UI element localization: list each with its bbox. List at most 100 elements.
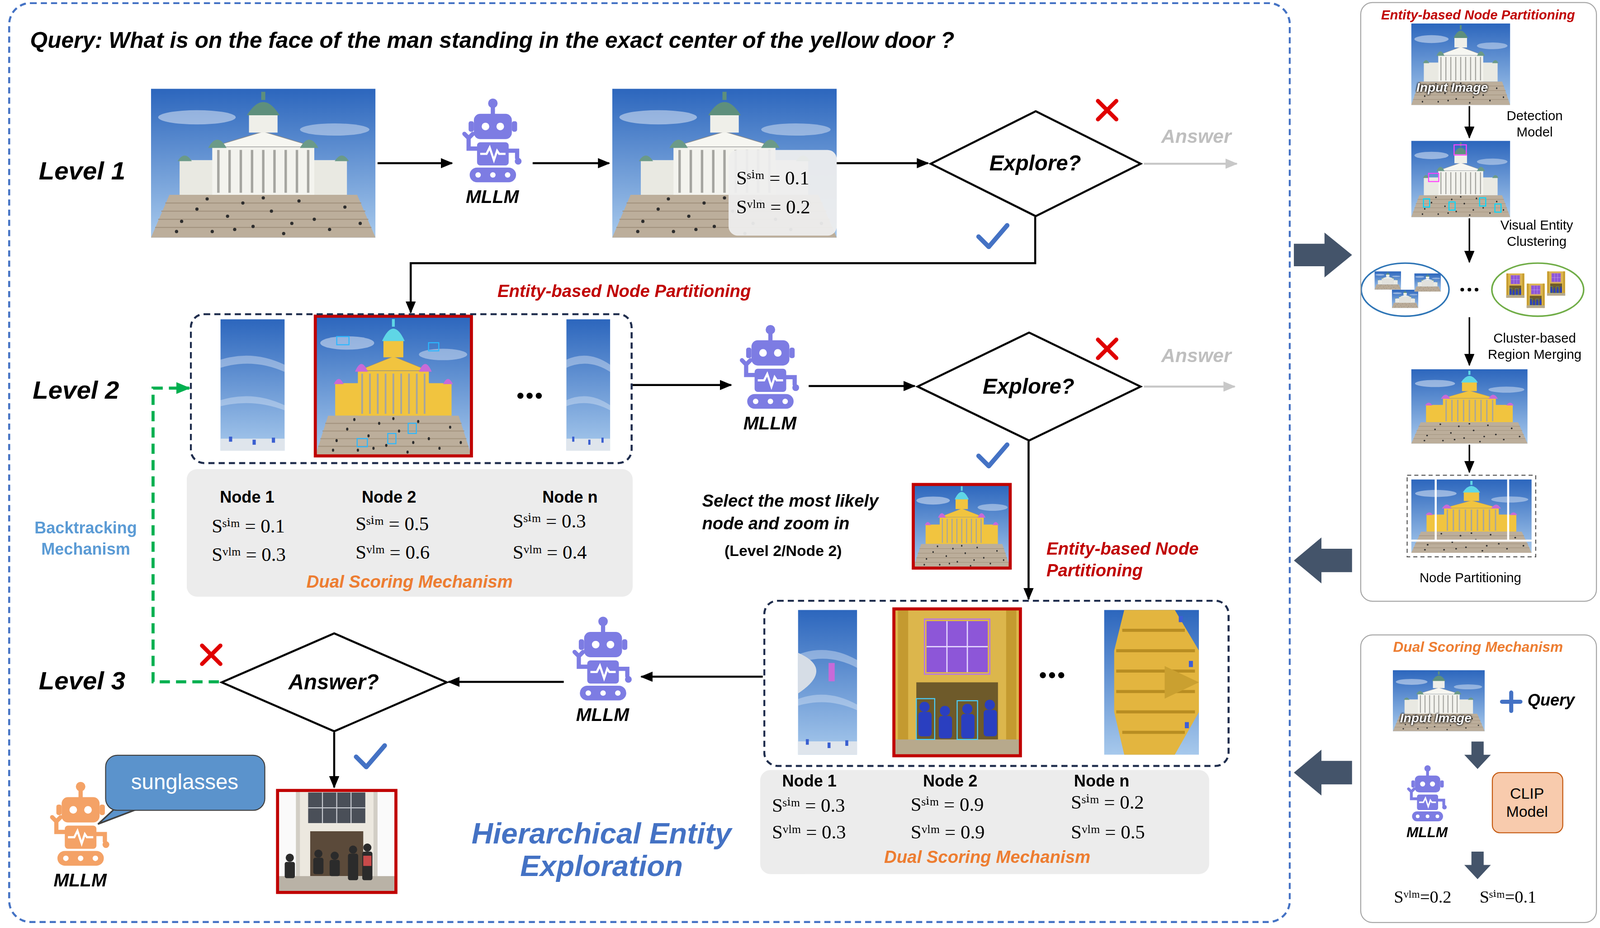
level2-images bbox=[428, 342, 440, 351]
level2-images bbox=[517, 392, 542, 400]
answer-label: Answer bbox=[1161, 345, 1232, 368]
cross-mark bbox=[1098, 100, 1117, 120]
text-slot: Dual Scoring Mechanism bbox=[1359, 638, 1597, 655]
text-slot: Node 2 bbox=[923, 771, 978, 791]
text-slot: Detection Model bbox=[1497, 108, 1572, 140]
step-label: Node Partitioning bbox=[1400, 570, 1541, 587]
node-text: Node 1 bbox=[782, 771, 837, 791]
text-slot: Sˢⁱᵐ = 0.3 bbox=[771, 794, 846, 817]
flow-arrow bbox=[377, 162, 453, 165]
partition-pipeline bbox=[1495, 203, 1502, 213]
level2-images bbox=[535, 392, 543, 400]
partition-pipeline bbox=[1411, 479, 1532, 541]
text-slot: Query: What is on the face of the man st… bbox=[30, 27, 955, 54]
answer-image bbox=[277, 790, 397, 894]
decision-diamond: Explore? bbox=[914, 331, 1143, 442]
flow-connector bbox=[808, 385, 915, 388]
node-text: Hierarchical Entity Exploration bbox=[428, 816, 776, 884]
text-slot: Select the most likely node and zoom in bbox=[701, 490, 906, 536]
scoring-pipeline bbox=[1501, 692, 1521, 712]
text-slot: Dual Scoring Mechanism bbox=[256, 572, 563, 592]
score-value: Sᵛˡᵐ=0.2 bbox=[1393, 887, 1452, 908]
level2-images bbox=[315, 316, 472, 456]
partition-pipeline bbox=[1448, 202, 1456, 211]
robot-icon bbox=[741, 324, 799, 409]
cross-mark bbox=[1098, 339, 1117, 359]
node-text: Sᵛˡᵐ = 0.9 bbox=[910, 820, 985, 843]
node-group: Entity-based Node Partitioning bbox=[189, 312, 633, 464]
robot-icon bbox=[570, 615, 635, 705]
text-slot: Query bbox=[1527, 691, 1575, 711]
robot-icon bbox=[738, 323, 802, 413]
text-slot: Sᵛˡᵐ = 0.6 bbox=[355, 541, 430, 564]
node-text: Sˢⁱᵐ = 0.2 bbox=[1070, 791, 1145, 814]
score-box: Sˢⁱᵐ = 0.1Sᵛˡᵐ = 0.2 bbox=[728, 149, 837, 236]
partition-pipeline bbox=[1505, 273, 1525, 299]
decision-diamond: Answer? bbox=[218, 632, 449, 733]
text-slot: Level 2 bbox=[32, 375, 119, 405]
text-slot: Answer bbox=[1161, 125, 1232, 149]
text-slot: Sˢⁱᵐ = 0.1 bbox=[211, 514, 285, 537]
text-slot: Sˢⁱᵐ = 0.2 bbox=[1070, 791, 1145, 814]
side-panel: Dual Scoring MechanismMLLM CLIP Model bbox=[1360, 634, 1597, 924]
speech-bubble: sunglasses bbox=[104, 754, 265, 811]
level2-images bbox=[387, 433, 396, 445]
flow-arrow bbox=[532, 162, 610, 165]
level2-images bbox=[315, 316, 472, 456]
block-arrow bbox=[1464, 741, 1492, 770]
level1-images bbox=[151, 88, 837, 238]
partition-pipeline bbox=[1391, 289, 1419, 309]
text-slot: Input Image bbox=[1400, 711, 1472, 726]
level3-images bbox=[797, 653, 817, 694]
node-text: MLLM bbox=[576, 704, 630, 726]
node-text: Answer? bbox=[288, 669, 379, 695]
zoom-thumbnail bbox=[913, 484, 1010, 569]
mllm-agent: MLLM bbox=[563, 615, 642, 739]
block-arrow bbox=[1293, 232, 1353, 278]
flow-connector bbox=[410, 216, 1036, 313]
score-panel: Node 1Sˢⁱᵐ = 0.1Sᵛˡᵐ = 0.3Node 2Sˢⁱᵐ = 0… bbox=[186, 468, 633, 597]
note: (Level 2/Node 2) bbox=[724, 541, 843, 559]
node-text: Sˢⁱᵐ = 0.9 bbox=[910, 793, 985, 816]
skipped-answer-arrow bbox=[1143, 385, 1235, 389]
text-slot: Level 3 bbox=[38, 666, 126, 696]
partition-pipeline bbox=[1434, 479, 1437, 541]
node-group: Entity-based Node Partitioning bbox=[762, 599, 1230, 767]
mllm-agent: MLLM bbox=[731, 323, 809, 447]
node-text: MLLM bbox=[465, 186, 519, 208]
block-arrow bbox=[1293, 749, 1353, 796]
robot-icon bbox=[463, 98, 521, 182]
check-mark bbox=[978, 444, 1008, 467]
level3-images bbox=[797, 610, 857, 755]
node-text: MLLM bbox=[1406, 823, 1448, 841]
text-slot: Sᵛˡᵐ = 0.3 bbox=[771, 820, 847, 843]
partition-pipeline bbox=[1411, 539, 1532, 543]
node-text: Sˢⁱᵐ = 0.1 bbox=[736, 166, 829, 190]
model-box: CLIP Model bbox=[1491, 771, 1563, 834]
partition-pipeline bbox=[1474, 288, 1479, 292]
text-slot: Backtracking Mechanism bbox=[22, 518, 150, 561]
node-text: Dual Scoring Mechanism bbox=[256, 572, 563, 592]
level3-images bbox=[894, 609, 1021, 757]
text-slot: Dual Scoring Mechanism bbox=[834, 847, 1141, 868]
answer-image bbox=[277, 790, 397, 894]
level3-images bbox=[894, 609, 1021, 757]
block-arrow bbox=[1464, 852, 1492, 880]
edge-label: Backtracking Mechanism bbox=[22, 518, 150, 561]
node-text: CLIP Model bbox=[1496, 785, 1558, 821]
robot-icon bbox=[51, 781, 109, 866]
text-slot: Sᵛˡᵐ=0.2 bbox=[1393, 887, 1452, 908]
level-label: Level 2 bbox=[32, 375, 119, 405]
mllm-agent: MLLM bbox=[453, 97, 531, 220]
partition-pipeline bbox=[1374, 271, 1402, 290]
text-slot: Entity-based Node Partitioning bbox=[1359, 6, 1597, 23]
text-slot: Node n bbox=[1074, 771, 1130, 791]
diamond-outline bbox=[917, 332, 1141, 441]
partition-pipeline bbox=[1453, 144, 1467, 156]
level2-images bbox=[517, 392, 524, 400]
zoom-thumbnail bbox=[913, 484, 1010, 569]
flow-connector bbox=[1027, 441, 1030, 600]
partition-pipeline bbox=[1479, 198, 1487, 207]
mllm-agent: MLLM bbox=[1395, 764, 1459, 845]
text-slot: Visual Entity Clustering bbox=[1486, 217, 1587, 250]
